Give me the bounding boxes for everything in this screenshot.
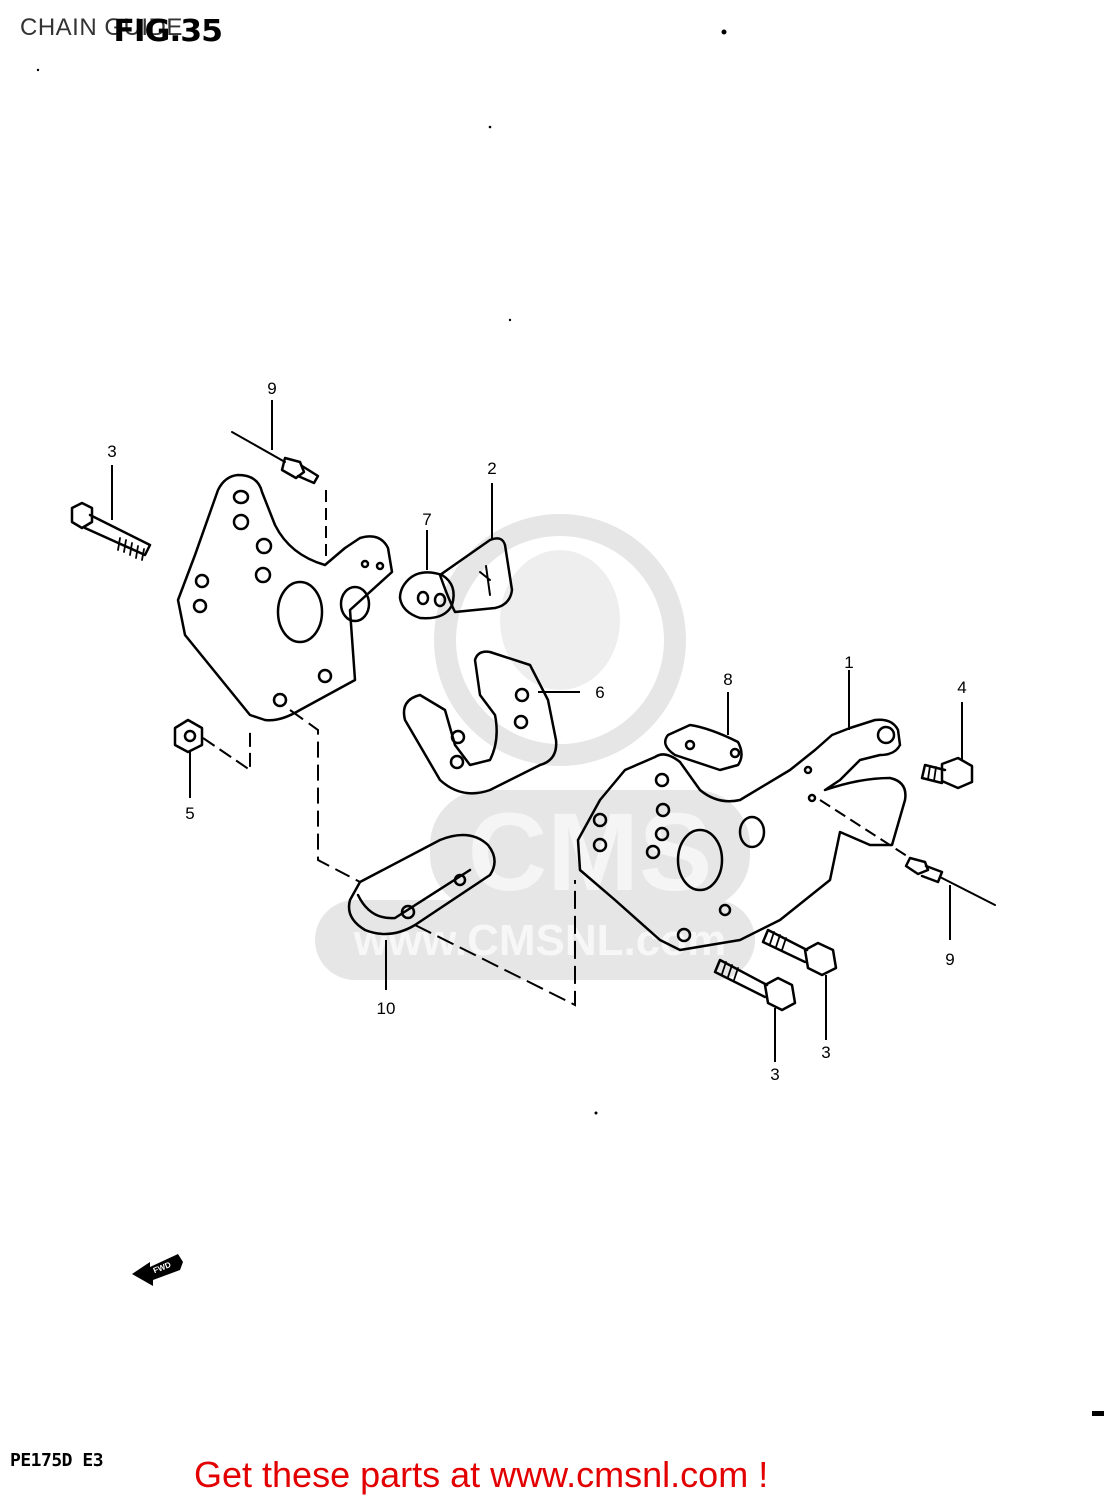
rivet-part-9-right [904,856,996,906]
footer-link[interactable]: Get these parts at www.cmsnl.com ! [194,1454,769,1495]
callout-3-right-b: 3 [770,1065,779,1084]
guide-part-6 [402,650,558,795]
watermark-logo: CMS www.CMSNL.com [315,514,755,980]
callout-10: 10 [377,999,396,1018]
bracket-part-8 [663,723,743,772]
callout-3-right-a: 3 [821,1043,830,1062]
forward-arrow-icon: FWD [132,1254,183,1286]
guide-arm-part-2 [438,537,514,614]
bolt-part-3-lower-a [761,928,838,977]
leader-lines [111,400,963,1062]
callout-7: 7 [422,510,431,529]
left-guide-plate [176,473,394,722]
bolt-part-4 [920,756,974,790]
right-guide-plate-part-1 [576,718,907,952]
bolt-part-3-lower-b [713,958,797,1012]
callout-8: 8 [723,670,732,689]
callout-9-right: 9 [945,950,954,969]
scan-specks [36,29,1104,1416]
watermark-url: www.CMSNL.com [353,916,726,965]
model-code: PE175D E3 [10,1450,104,1471]
callout-4: 4 [957,678,966,697]
rivet-part-9-left [231,431,320,485]
nut-part-5 [173,718,204,754]
callout-3-left: 3 [107,442,116,461]
callout-1: 1 [844,653,853,672]
roller-part-10 [347,833,496,936]
callout-5: 5 [185,804,194,823]
figure-number: FIG.35 [113,14,223,49]
bolt-part-3-left [70,501,152,561]
spacer-part-7 [398,571,455,620]
callout-2: 2 [487,459,496,478]
watermark-text: CMS [468,791,712,914]
page-title: CHAIN GUIDE [20,14,183,41]
callout-labels: 1 2 3 3 3 4 5 6 7 8 9 9 10 [107,379,966,1084]
callout-9-left: 9 [267,379,276,398]
callout-6: 6 [595,683,604,702]
